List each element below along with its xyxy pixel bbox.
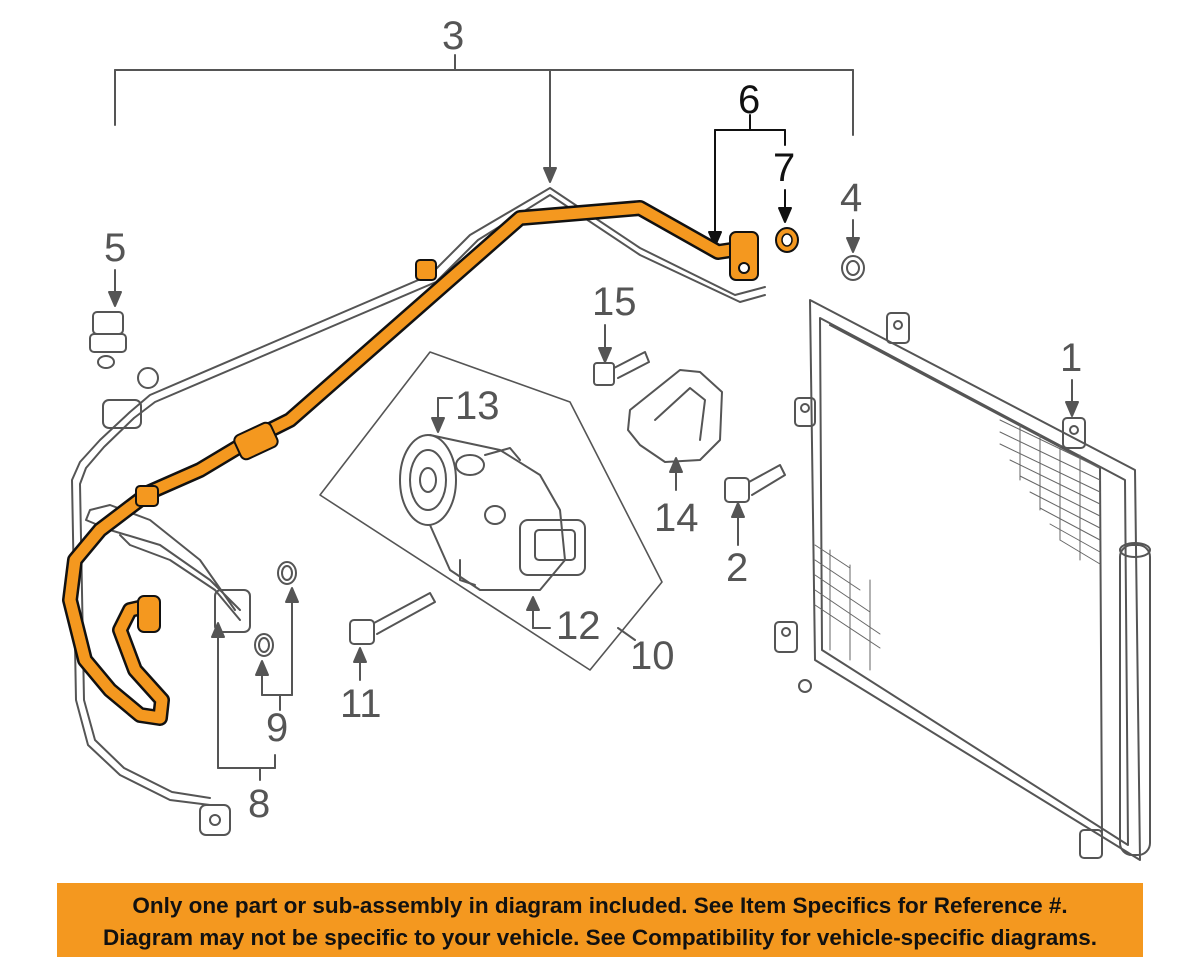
o-ring-9a [277,561,297,585]
callout-4: 4 [840,176,863,220]
leader-14 [669,457,683,491]
callout-13: 13 [455,384,500,428]
callout-6: 6 [738,78,761,122]
leader-7 [778,189,792,223]
switch-base [89,333,127,353]
bolt-2 [724,464,786,503]
callout-7: 7 [773,146,796,190]
leader-2 [731,502,745,546]
switch-tip [97,355,115,369]
leader-1 [1065,379,1079,417]
discharge-hose [85,504,241,621]
leader-9 [255,587,299,711]
o-ring-9b [254,633,274,657]
leader-8 [211,622,276,781]
callout-9: 9 [266,706,289,750]
disclaimer-line-2: Diagram may not be specific to your vehi… [102,925,1098,950]
o-ring-4-inner [846,260,860,276]
callout-10: 10 [630,634,675,678]
callout-1: 1 [1060,336,1083,380]
leader-6 [708,114,786,247]
left-manifold-block [102,399,142,429]
callout-14: 14 [654,496,699,540]
bracket-14-rib [654,387,706,441]
fitting-bolt [209,814,221,826]
o-ring-4 [841,255,865,281]
leader-11 [353,647,367,681]
ac-system-diagram [62,54,1151,861]
leader-5 [108,269,122,307]
o-ring-9b-inner [258,637,270,653]
callout-5: 5 [104,226,127,270]
callout-8: 8 [248,782,271,826]
leader-10 [617,627,636,641]
callout-15: 15 [592,280,637,324]
compressor-assembly-outline [319,351,663,671]
highlighted-suction-hose [62,200,759,726]
o-ring-9a-inner [281,565,293,581]
disclaimer-banner: Only one part or sub-assembly in diagram… [57,883,1143,957]
callout-12: 12 [556,604,601,648]
callout-3: 3 [442,14,465,58]
leader-15 [598,324,612,363]
leader-13 [431,397,453,433]
condenser-fins [814,419,1101,671]
disclaimer-line-1: Only one part or sub-assembly in diagram… [132,893,1068,918]
callout-11: 11 [340,682,382,726]
suction-manifold [214,589,251,633]
compressor-body [399,434,586,591]
switch-body [92,311,124,335]
callout-2: 2 [726,546,749,590]
service-valve-cap [137,367,159,389]
bolt-11 [349,592,436,645]
o-ring-7-inner [781,233,793,247]
bracket-14 [627,369,723,463]
leader-3 [114,54,854,183]
bolt-15 [593,351,650,386]
condenser [774,299,1151,861]
leader-12 [526,596,551,629]
tube-end-fitting [199,804,231,836]
leader-4 [846,219,860,253]
